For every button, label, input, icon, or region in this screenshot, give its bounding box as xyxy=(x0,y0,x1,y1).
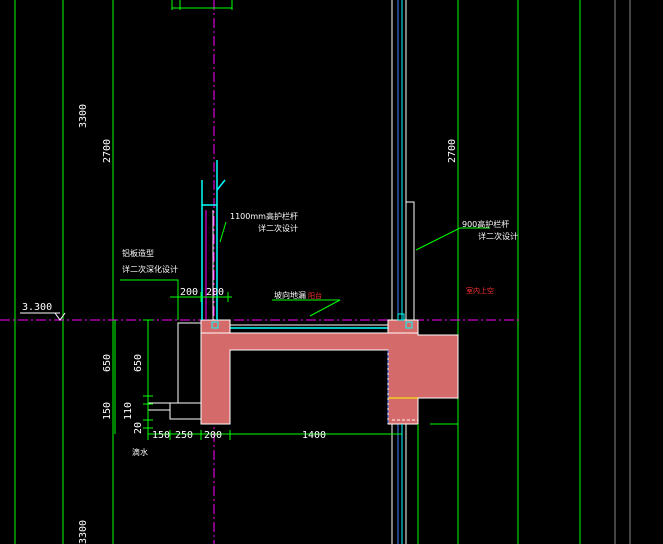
note-deco-1: 铝板造型 xyxy=(122,248,154,258)
right-guide-lines xyxy=(614,0,631,544)
dim-650-inner: 650 xyxy=(133,354,144,372)
right-railing xyxy=(405,201,415,321)
dim-200-b: 200 xyxy=(206,287,224,298)
slab-outline xyxy=(201,349,418,425)
dim-200-a: 200 xyxy=(180,287,198,298)
dim-2700-right: 2700 xyxy=(447,139,458,163)
elevation-marker xyxy=(20,312,66,321)
note-right-red: 室内上空 xyxy=(466,286,494,295)
note-rail-left-1: 1100mm高护栏杆 xyxy=(230,211,298,221)
dim-650: 650 xyxy=(102,354,113,372)
left-anchor xyxy=(211,321,219,329)
note-drip: 滴水 xyxy=(132,447,148,457)
note-rail-right-1: 900高护栏杆 xyxy=(462,219,509,229)
leader-lines xyxy=(120,221,490,320)
note-rail-left-2: 详二次设计 xyxy=(258,223,298,233)
aluminum-panel xyxy=(148,322,202,420)
dim-150-bottom: 150 xyxy=(152,430,170,441)
elevation-label: 3.300 xyxy=(22,302,52,313)
dim-3300-upper: 3300 xyxy=(78,104,89,128)
dim-2700-left: 2700 xyxy=(102,139,113,163)
dim-20: 20 xyxy=(133,422,144,434)
lower-right-lines xyxy=(417,423,458,544)
note-deco-2: 详二次深化设计 xyxy=(122,264,178,274)
dim-110: 110 xyxy=(123,402,134,420)
right-parapet-cap xyxy=(387,319,419,334)
left-dimension-lines xyxy=(114,319,153,434)
top-element xyxy=(171,0,233,10)
dim-150-left: 150 xyxy=(102,402,113,420)
grid-lines xyxy=(14,0,581,544)
dim-3300-lower: 3300 xyxy=(78,520,89,544)
note-slope: 坡向地漏 xyxy=(274,290,306,300)
right-anchor xyxy=(397,313,405,321)
dim-1400: 1400 xyxy=(302,430,326,441)
note-slope-red: 阳台 xyxy=(308,291,322,300)
right-anchor-2 xyxy=(405,321,413,329)
dim-250-bottom: 250 xyxy=(175,430,193,441)
dim-200-bottom: 200 xyxy=(204,430,222,441)
note-rail-right-2: 详二次设计 xyxy=(478,231,518,241)
